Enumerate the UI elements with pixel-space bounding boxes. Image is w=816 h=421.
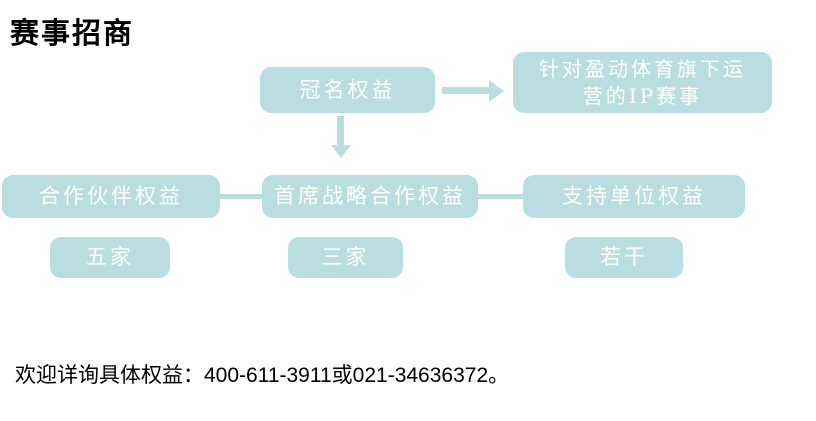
node-partner-count: 五家 <box>50 237 170 278</box>
node-ip-events: 针对盈动体育旗下运营的IP赛事 <box>513 52 772 113</box>
connector-line-left <box>219 194 263 199</box>
node-title-sponsorship: 冠名权益 <box>260 67 435 113</box>
arrow-right-icon <box>442 87 489 94</box>
node-chief-count: 三家 <box>288 237 403 278</box>
node-chief-strategic-rights: 首席战略合作权益 <box>262 175 478 218</box>
contact-note: 欢迎详询具体权益：400-611-3911或021-34636372。 <box>15 364 510 387</box>
arrow-down-icon-head <box>330 145 351 158</box>
page-title: 赛事招商 <box>10 16 135 50</box>
connector-line-right <box>477 194 524 199</box>
node-support-count: 若干 <box>565 237 683 278</box>
arrow-right-icon-head <box>489 79 504 102</box>
arrow-down-icon <box>337 116 344 145</box>
node-support-unit-rights: 支持单位权益 <box>523 175 745 218</box>
node-partner-rights: 合作伙伴权益 <box>2 175 220 218</box>
